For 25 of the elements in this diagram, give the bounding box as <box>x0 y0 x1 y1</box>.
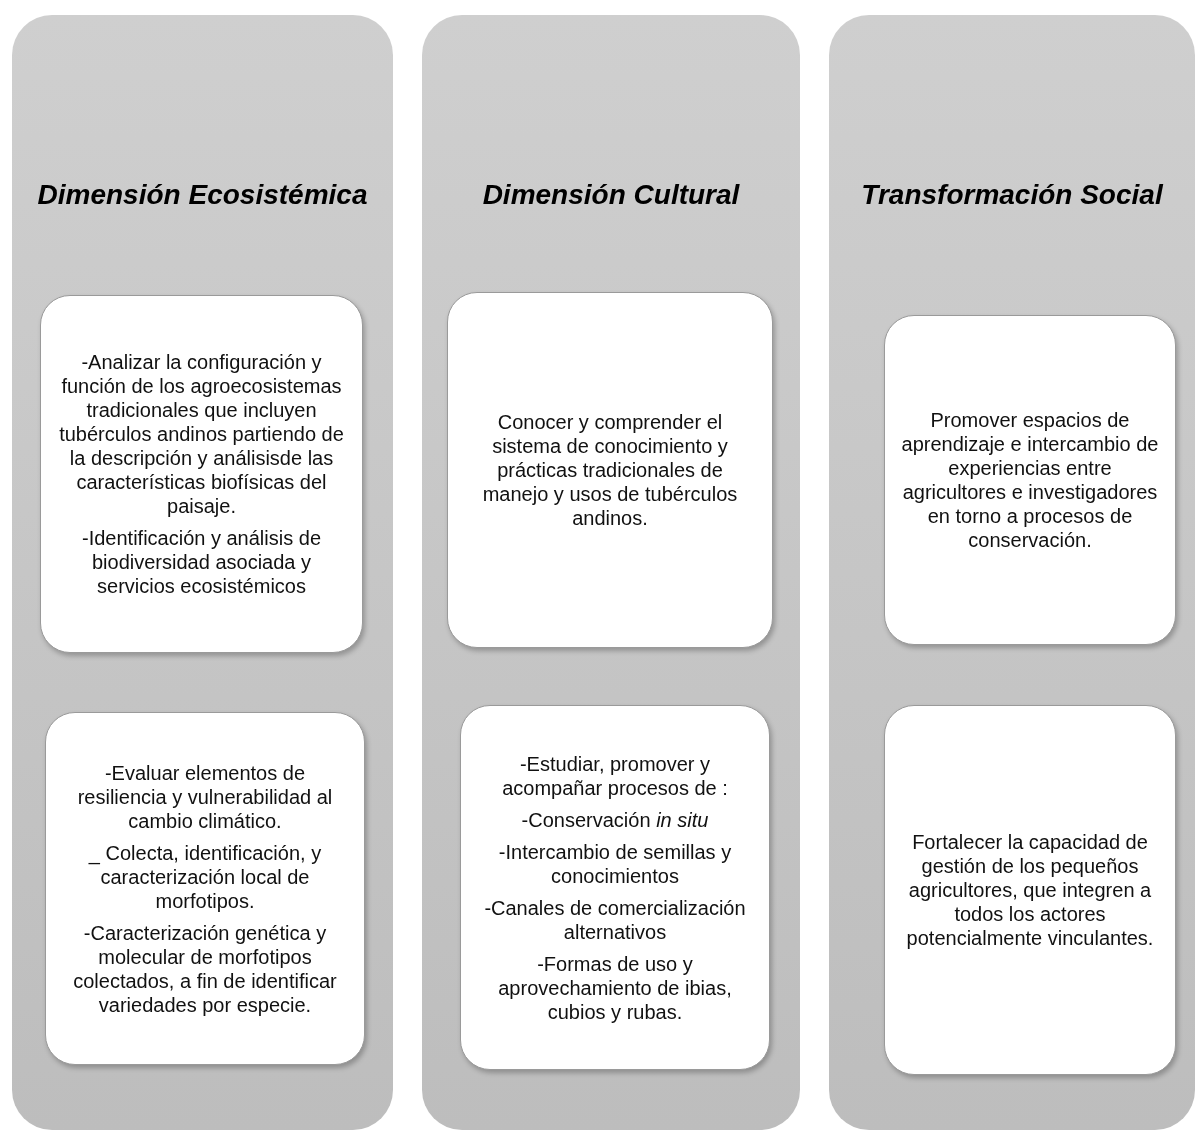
objective-text: Conocer y comprender el sistema de conocimiento y prácticas tradicionales de manejo y usos de tubérculos andinos. <box>481 410 739 530</box>
objective-text: -Caracterización genética y molecular de morfotipos colectados, a fin de identificar variedades por especie. <box>72 920 338 1017</box>
objective-text: Fortalecer la capacidad de gestión de los pequeños agricultores, que integren a todos los actores potencialmente vinculantes. <box>905 830 1155 950</box>
objective-text: -Formas de uso y aprovechamiento de ibias, cubios y rubas. <box>497 951 733 1024</box>
column-panel <box>829 15 1195 1130</box>
column-heading: Dimensión Ecosistémica <box>37 178 368 212</box>
text-box <box>460 705 770 1070</box>
objective-text: -Identificación y análisis de biodiversidad asociada y servicios ecosistémicos <box>81 526 322 598</box>
text-box <box>884 705 1176 1075</box>
objective-text: -Evaluar elementos de resiliencia y vulnerabilidad al cambio climático. <box>76 760 334 833</box>
text-box <box>447 292 773 648</box>
objective-text: Promover espacios de aprendizaje e intercambio de experiencias entre agricultores e investigadores en torno a procesos de conservación. <box>900 408 1160 552</box>
column-heading: Transformación Social <box>861 178 1163 212</box>
column-panel <box>422 15 800 1130</box>
objective-text: -Analizar la configuración y función de los agroecosistemas tradicionales que incluyen tubérculos andinos partiendo de la descripción y análisisde las características biofísicas del paisaje. <box>58 350 345 518</box>
column-panel <box>12 15 393 1130</box>
objective-text: -Intercambio de semillas y conocimientos <box>497 839 733 888</box>
objective-text: _ Colecta, identificación, y caracterización local de morfotipos. <box>87 840 323 913</box>
text-box <box>884 315 1176 645</box>
objective-text: -Estudiar, promover y acompañar procesos de : <box>501 751 729 800</box>
text-box <box>40 295 363 653</box>
objective-text: -Conservación in situ <box>521 807 709 832</box>
column-heading: Dimensión Cultural <box>482 178 740 212</box>
text-box <box>45 712 365 1065</box>
objective-text: -Canales de comercialización alternativos <box>483 895 747 944</box>
